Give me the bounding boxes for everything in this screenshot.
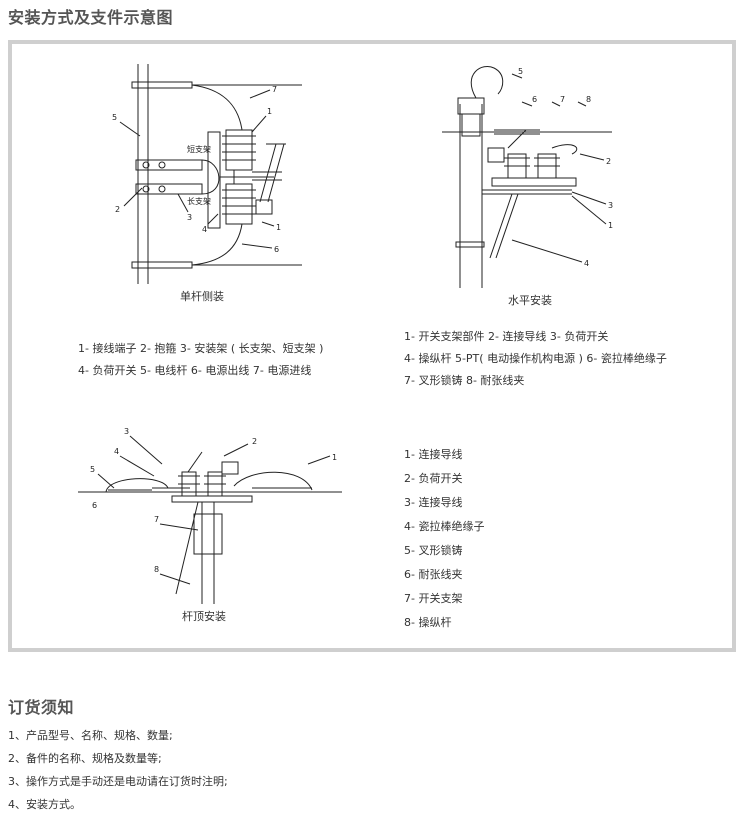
callout: 2	[606, 157, 611, 166]
single-pole-side-drawing	[119, 64, 302, 284]
page-title: 安装方式及支件示意图	[8, 8, 174, 27]
callout: 4	[114, 447, 119, 456]
order-note: 1、产品型号、名称、规格、数量;	[8, 729, 173, 742]
single-pole-side-caption: 单杆侧装	[180, 290, 224, 303]
horizontal-caption: 水平安装	[508, 294, 552, 307]
single-pole-side-legend-line: 1- 接线端子 2- 抱箍 3- 安装架 ( 长支架、短支架 )	[78, 342, 324, 355]
pole-top-legend-line: 5- 叉形锁铸	[404, 544, 463, 557]
horizontal-legend-line: 7- 叉形锁铸 8- 耐张线夹	[404, 374, 525, 387]
order-note: 3、操作方式是手动还是电动请在订货时注明;	[8, 775, 228, 788]
callout: 3	[608, 201, 613, 210]
callout: 1	[608, 221, 613, 230]
callout: 6	[274, 245, 279, 254]
horizontal-legend-line: 1- 开关支架部件 2- 连接导线 3- 负荷开关	[404, 330, 609, 343]
callout: 7	[272, 85, 277, 94]
pole-top-legend-line: 7- 开关支架	[404, 592, 463, 605]
horizontal-callouts: 5 6 7 8 2 3 1 4	[518, 67, 613, 268]
single-pole-side-legend-line: 4- 负荷开关 5- 电线杆 6- 电源出线 7- 电源进线	[78, 364, 312, 377]
callout: 2	[252, 437, 257, 446]
callout: 1	[276, 223, 281, 232]
callout: 6	[532, 95, 537, 104]
pole-top-legend-line: 2- 负荷开关	[404, 472, 463, 485]
pole-top-drawing	[78, 435, 342, 604]
order-notes-list: 1、产品型号、名称、规格、数量; 2、备件的名称、规格及数量等; 3、操作方式是…	[8, 728, 228, 820]
callout: 3	[124, 427, 129, 436]
single-pole-side-diagram: 7 1 5 2 3 4 1 6 短支架 长支架	[78, 64, 613, 604]
callout: 2	[115, 205, 120, 214]
callout: 5	[112, 113, 117, 122]
pole-top-legend-line: 4- 瓷拉棒绝缘子	[404, 520, 485, 533]
callout: 5	[518, 67, 523, 76]
order-note: 4、安装方式。	[8, 798, 81, 811]
pole-top-legend-line: 1- 连接导线	[404, 448, 463, 461]
callout: 1	[332, 453, 337, 462]
callout: 5	[90, 465, 95, 474]
callout: 6	[92, 501, 97, 510]
diagram-frame: 7 1 5 2 3 4 1 6 短支架 长支架	[8, 40, 736, 652]
single-pole-side-callouts: 7 1 5 2 3 4 1 6 短支架 长支架	[112, 85, 281, 254]
callout: 1	[267, 107, 272, 116]
horizontal-drawing	[442, 66, 612, 288]
callout: 7	[154, 515, 159, 524]
horizontal-legend-line: 4- 操纵杆 5-PT( 电动操作机构电源 ) 6- 瓷拉棒绝缘子	[404, 352, 667, 365]
callout: 7	[560, 95, 565, 104]
callout: 4	[202, 225, 207, 234]
callout: 8	[586, 95, 591, 104]
pole-top-legend-line: 6- 耐张线夹	[404, 568, 463, 581]
pole-top-legend-line: 8- 操纵杆	[404, 616, 452, 629]
pole-top-callouts: 3 4 5 6 2 1 7 8	[90, 427, 337, 574]
order-notes-title: 订货须知	[8, 698, 75, 717]
callout: 8	[154, 565, 159, 574]
pole-top-legend-line: 3- 连接导线	[404, 496, 463, 509]
pole-top-caption: 杆顶安装	[182, 610, 226, 623]
inner-label: 长支架	[187, 196, 211, 206]
callout: 4	[584, 259, 589, 268]
order-note: 2、备件的名称、规格及数量等;	[8, 752, 162, 765]
inner-label: 短支架	[187, 144, 211, 154]
callout: 3	[187, 213, 192, 222]
